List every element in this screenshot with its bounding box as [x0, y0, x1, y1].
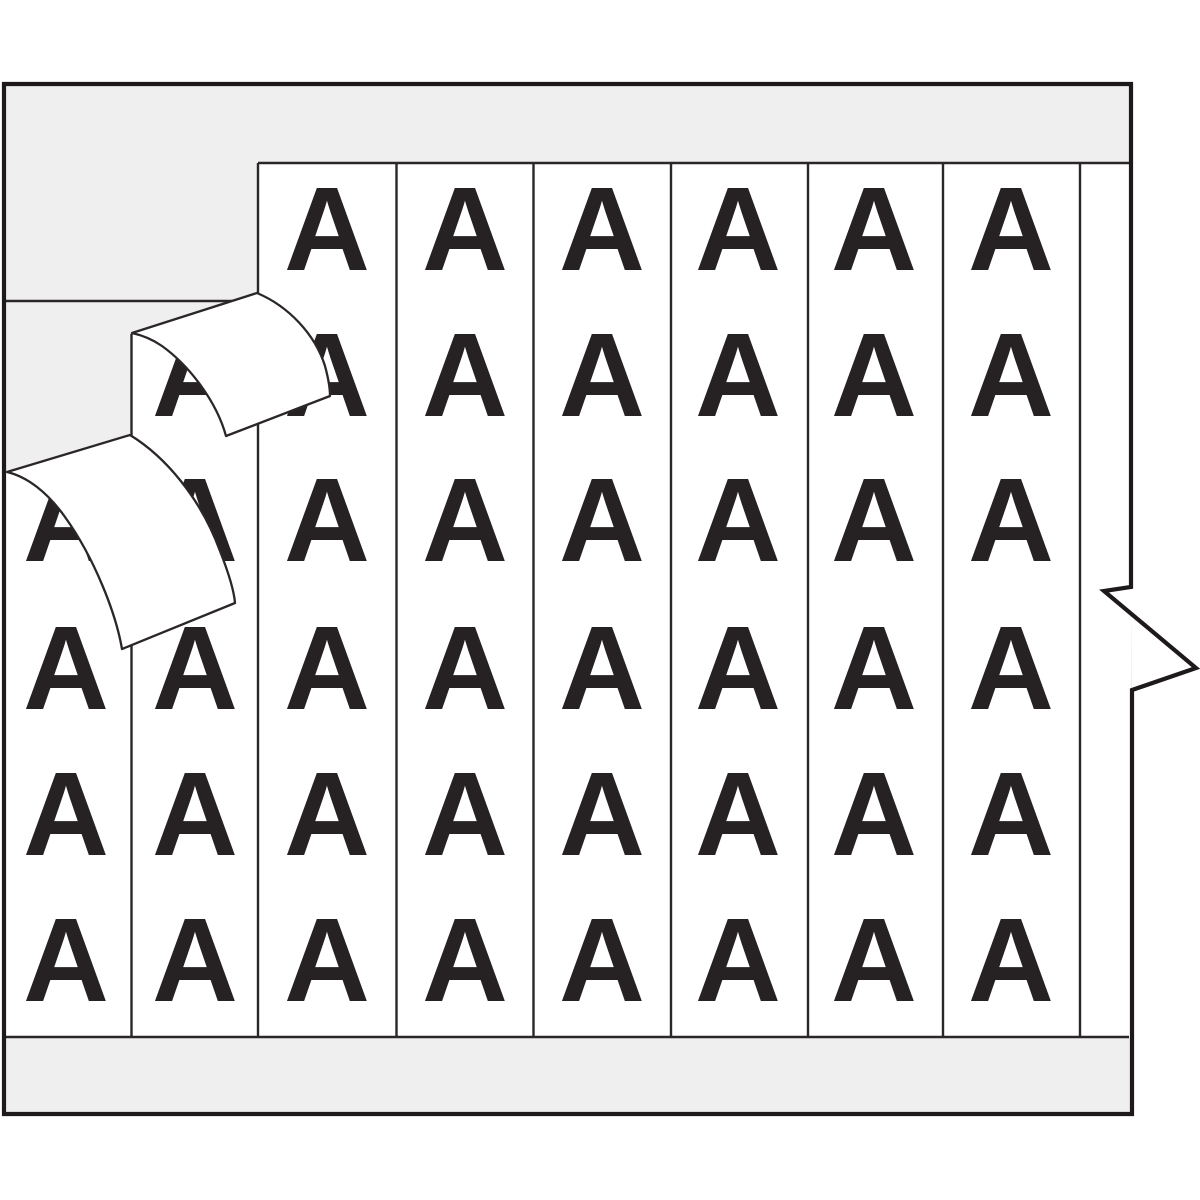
- wire-marker-letter: A: [968, 748, 1054, 881]
- wire-marker-letter: A: [968, 163, 1054, 296]
- wire-marker-letter: A: [968, 454, 1054, 587]
- wire-marker-letter: A: [831, 748, 917, 881]
- wire-marker-letter: A: [152, 748, 238, 881]
- wire-marker-letter: A: [284, 894, 370, 1027]
- wire-marker-letter: A: [422, 309, 508, 442]
- wire-marker-letter: A: [559, 748, 645, 881]
- wire-marker-letter: A: [284, 602, 370, 735]
- wire-marker-letter: A: [695, 602, 781, 735]
- wire-marker-letter: A: [695, 748, 781, 881]
- wire-marker-letter: A: [284, 748, 370, 881]
- wire-marker-letter: A: [422, 602, 508, 735]
- wire-marker-letter: A: [152, 894, 238, 1027]
- peeled-label-lower: [5, 433, 237, 651]
- wire-marker-letter: A: [831, 894, 917, 1027]
- wire-marker-letter: A: [695, 309, 781, 442]
- corner-notch-fill: [1104, 587, 1196, 690]
- wire-marker-letter: A: [695, 894, 781, 1027]
- wire-marker-letter: A: [968, 309, 1054, 442]
- wire-marker-letter: A: [23, 894, 109, 1027]
- wire-marker-letter: A: [422, 894, 508, 1027]
- wire-marker-letter: A: [968, 894, 1054, 1027]
- wire-marker-letter: A: [559, 454, 645, 587]
- wire-marker-letter: A: [695, 163, 781, 296]
- wire-marker-letter: A: [559, 309, 645, 442]
- wire-marker-letter: A: [284, 454, 370, 587]
- wire-marker-letter: A: [831, 309, 917, 442]
- wire-marker-letter: A: [695, 454, 781, 587]
- wire-marker-letter: A: [23, 748, 109, 881]
- wire-marker-letter: A: [422, 163, 508, 296]
- wire-marker-letter: A: [968, 602, 1054, 735]
- wire-marker-letter: A: [831, 454, 917, 587]
- wire-marker-letter: A: [422, 748, 508, 881]
- card-liner-exposed-wedge: [4, 301, 238, 473]
- wire-marker-letter: A: [831, 163, 917, 296]
- peeled-label-upper: [130, 291, 332, 438]
- wire-marker-letter: A: [559, 163, 645, 296]
- wire-marker-letter: A: [23, 602, 109, 735]
- wire-marker-letter: A: [559, 602, 645, 735]
- wire-marker-letter: A: [831, 602, 917, 735]
- wire-marker-letter: A: [559, 894, 645, 1027]
- card-outline: [1, 81, 1200, 1117]
- wire-marker-letter: A: [422, 454, 508, 587]
- wire-marker-letter: A: [284, 163, 370, 296]
- label-strips-right: [258, 163, 1131, 1037]
